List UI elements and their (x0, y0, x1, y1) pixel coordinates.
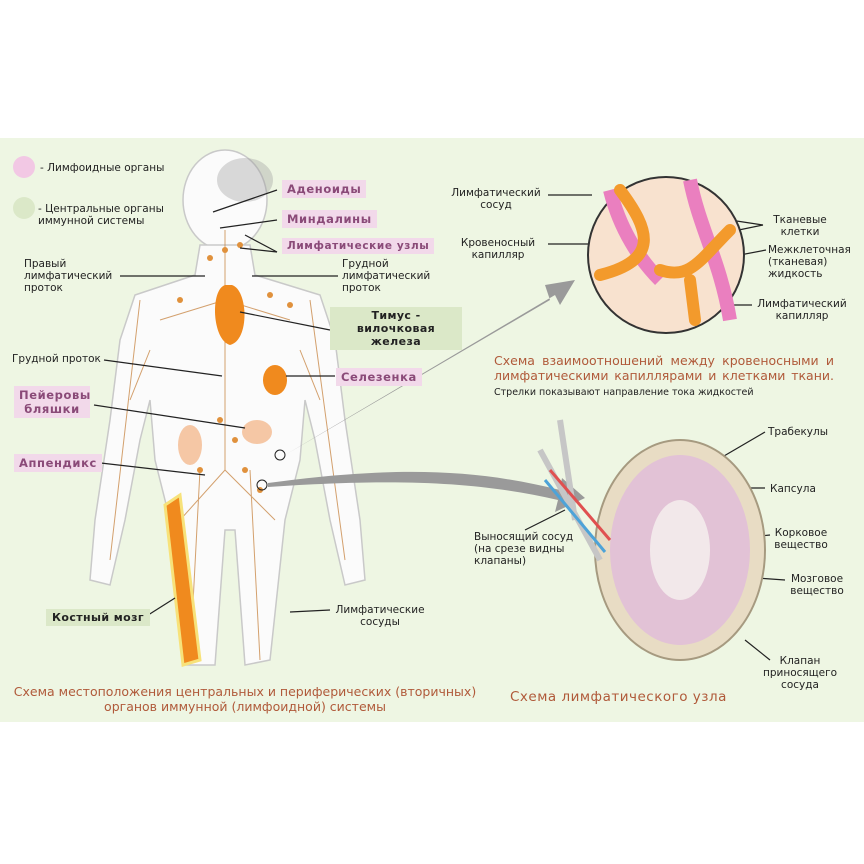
label-efferent: Выносящий сосуд (на срезе видны клапаны) (474, 531, 574, 567)
label-bone-marrow: Костный мозг (46, 609, 151, 626)
marker-circle-2 (256, 479, 268, 491)
label-adenoids: Аденоиды (282, 180, 367, 198)
label-capsule: Капсула (770, 483, 816, 495)
capillary-caption: Схема взаимоотношений между кровеносными… (494, 353, 834, 400)
spleen-shape (263, 365, 287, 395)
label-valve: Клапан приносящего сосуда (762, 655, 838, 691)
label-tissue-cells: Тканевые клетки (773, 214, 827, 238)
label-lymph-vessel: Лимфатический сосуд (451, 187, 541, 211)
body-caption: Схема местоположения центральных и периф… (13, 684, 477, 714)
legend-pink-dot (13, 156, 35, 178)
peyer-shape (242, 420, 272, 444)
capillary-circle (587, 176, 745, 334)
label-peyer: Пейеровы бляшки (14, 386, 90, 418)
label-appendix: Аппендикс (14, 454, 102, 472)
legend-green-dot (13, 197, 35, 219)
label-medulla: Мозговое вещество (790, 573, 844, 597)
femur-bone (163, 492, 202, 667)
label-spleen: Селезенка (336, 368, 422, 386)
label-thoracic-duct-upper: Грудной лимфатический проток (342, 258, 431, 294)
arrow-to-node (268, 471, 585, 512)
intestine-shape (178, 425, 202, 465)
label-right-duct: Правый лимфатический проток (24, 258, 113, 294)
capillary-caption-text: Схема взаимоотношений между кровеносными… (494, 353, 834, 383)
node-caption: Схема лимфатического узла (510, 689, 727, 705)
label-blood-capillary: Кровеносный капилляр (460, 237, 536, 261)
label-lymph-capillary: Лимфатический капилляр (757, 298, 847, 322)
hair (217, 158, 273, 202)
label-interstitial: Межклеточная (тканевая) жидкость (768, 244, 851, 280)
legend-central: - Центральные органы иммунной системы (38, 203, 164, 227)
label-lymph-vessels: Лимфатические сосуды (335, 604, 425, 628)
label-cortex: Корковое вещество (774, 527, 828, 551)
label-thoracic-duct: Грудной проток (12, 353, 101, 365)
lymph-nodes (177, 242, 293, 493)
label-trabeculae: Трабекулы (768, 426, 829, 438)
lymph-node-drawing (537, 419, 766, 661)
human-body-figure (89, 149, 366, 666)
capillary-note: Стрелки показывают направление тока жидк… (494, 387, 754, 398)
thymus-shape (214, 285, 245, 345)
label-thymus: Тимус - вилочковая железа (330, 307, 462, 350)
label-tonsils: Миндалины (282, 210, 377, 228)
label-lymph-nodes: Лимфатические узлы (282, 238, 435, 254)
legend-lymphoid: - Лимфоидные органы (40, 162, 165, 174)
